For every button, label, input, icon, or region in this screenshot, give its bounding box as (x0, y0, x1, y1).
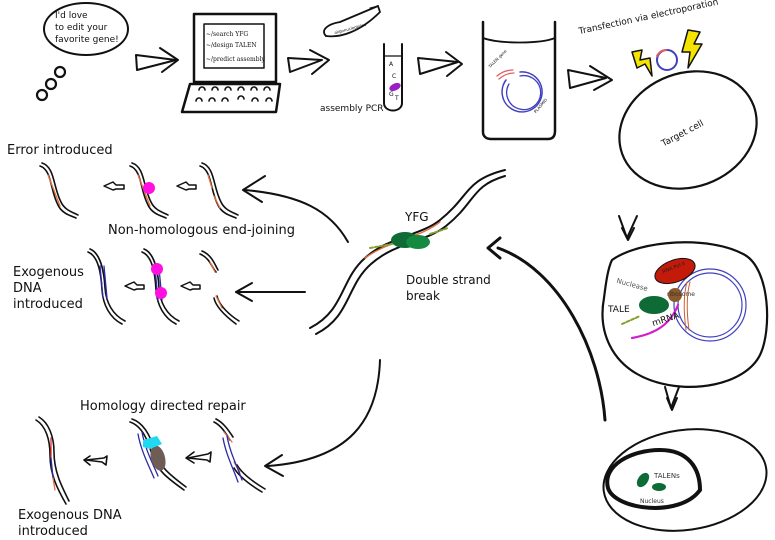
thought-line: favorite gene! (55, 35, 119, 45)
talen-protein (652, 483, 666, 491)
dna-strand-broken (199, 250, 240, 325)
dna-strand-exogenous (87, 248, 126, 325)
lightning-bolt-icon (631, 29, 703, 77)
flow-arrow-down-icon (618, 215, 638, 241)
flow-arrow-down-icon (664, 386, 680, 411)
dsb-label: Double strand break (406, 272, 491, 304)
base-label: C (392, 73, 397, 80)
dsb-label-line: Double strand (406, 273, 491, 287)
base-label: A (389, 61, 394, 68)
dna-strand-exogenous (35, 416, 70, 505)
label-line: introduced (18, 524, 88, 539)
screen-line: ~/search YFG (206, 31, 249, 38)
dna-strand-joining (141, 248, 180, 325)
small-arrow-icon (103, 181, 197, 191)
oligo-tube-icon (323, 5, 381, 38)
plasmid-icon (656, 49, 678, 71)
small-arrow-icon (83, 451, 212, 466)
flow-arrow-icon (417, 51, 463, 77)
rna-polymerase (654, 257, 696, 285)
ribosome (668, 288, 682, 302)
label-line: DNA (13, 281, 42, 296)
target-cell-icon (618, 70, 758, 190)
dna-fragment (389, 82, 401, 92)
flow-arrow-icon (287, 49, 330, 75)
screen-line: ~/design TALEN (206, 42, 257, 49)
dsb-label-line: break (406, 289, 440, 303)
curved-arrow-icon (486, 236, 607, 422)
dna-strand-broken (213, 418, 266, 493)
tale-label: TALE (608, 305, 630, 315)
dna-strand-error (39, 162, 79, 219)
flow-arrow-icon (135, 47, 179, 73)
nuclease-domain (639, 296, 669, 314)
talen-protein (636, 472, 650, 488)
ribosome-label: ribosome (667, 291, 695, 298)
homology-template (143, 436, 162, 449)
repair-enzyme (143, 182, 155, 194)
label-line: introduced (13, 297, 83, 312)
repair-enzyme (151, 263, 163, 275)
curved-arrow-icon (264, 359, 381, 477)
nhej-exogenous-label: Exogenous DNA introduced (13, 265, 84, 313)
pcr-tube-icon (383, 43, 403, 112)
thought-bubble-icon (35, 2, 129, 102)
dna-strand-broken (199, 162, 239, 219)
label-line: Exogenous DNA (18, 508, 122, 523)
repair-enzyme (155, 287, 167, 299)
tale-repeat (369, 243, 393, 249)
nhej-title: Non-homologous end-joining (108, 223, 296, 238)
base-label: G (389, 91, 394, 98)
laptop-icon (180, 12, 282, 114)
flow-arrow-icon (567, 65, 613, 91)
pcr-caption: assembly PCR (320, 104, 384, 114)
hdr-title: Homology directed repair (80, 399, 246, 414)
nucleus-cell-icon (602, 428, 768, 532)
expression-cell-icon (601, 241, 769, 388)
base-label: T (395, 95, 399, 102)
repair-complex (150, 445, 166, 471)
curved-arrow-icon (235, 282, 306, 302)
yfg-label: YFG (405, 210, 429, 224)
error-introduced-label: Error introduced (7, 143, 113, 158)
tale-repeat (429, 227, 449, 235)
thought-line: to edit your (55, 23, 108, 33)
thought-bubble-text: I'd love to edit your favorite gene! (55, 10, 119, 46)
label-line: Exogenous (13, 265, 84, 280)
nucleus-label: Nucleus (640, 498, 664, 505)
talen-nuclease (406, 235, 430, 249)
laptop-screen-text: ~/search YFG ~/design TALEN ~/predict as… (206, 29, 265, 65)
hdr-exogenous-label: Exogenous DNA introduced (18, 508, 122, 540)
screen-line: ~/predict assembly (206, 56, 265, 63)
dna-double-strand (309, 169, 506, 335)
curved-arrow-icon (242, 175, 349, 243)
thought-line: I'd love (55, 11, 88, 21)
beaker-icon (481, 20, 557, 141)
small-arrow-icon (124, 281, 201, 291)
talens-label: TALENs (654, 472, 680, 480)
